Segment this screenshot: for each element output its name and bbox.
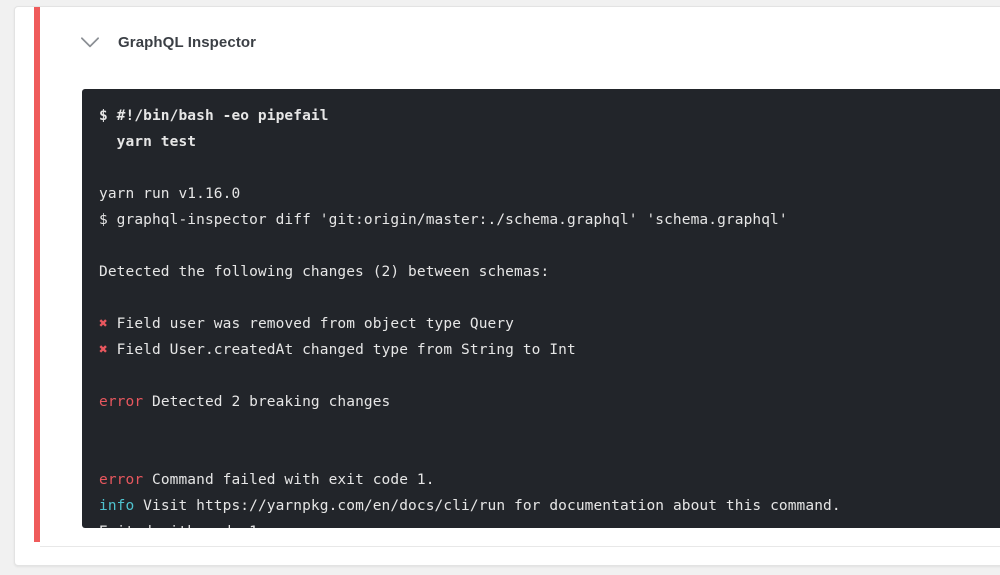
terminal-token-plain — [99, 420, 108, 436]
terminal-token-error: error — [99, 394, 144, 410]
terminal-line: Exited with code 1 — [99, 519, 1000, 528]
chevron-down-icon[interactable] — [77, 29, 103, 55]
build-step-card: GraphQL Inspector $ #!/bin/bash -eo pipe… — [14, 6, 1000, 566]
terminal-token-info: info — [99, 498, 135, 514]
step-header-toggle[interactable]: GraphQL Inspector — [40, 15, 1000, 69]
terminal-line — [99, 363, 1000, 389]
terminal-token-plain: yarn run v1.16.0 — [99, 186, 241, 202]
terminal-line — [99, 233, 1000, 259]
terminal-token-plain: $ graphql-inspector diff 'git:origin/mas… — [99, 212, 788, 228]
terminal-line: ✖ Field user was removed from object typ… — [99, 311, 1000, 337]
status-stripe-failed — [34, 7, 40, 542]
terminal-line: yarn test — [99, 129, 1000, 155]
step-footer — [40, 547, 1000, 565]
terminal-line: error Command failed with exit code 1. — [99, 467, 1000, 493]
terminal-token-plain: Detected the following changes (2) betwe… — [99, 264, 550, 280]
terminal-token-plain: Visit https://yarnpkg.com/en/docs/cli/ru… — [134, 498, 841, 514]
terminal-line — [99, 441, 1000, 467]
terminal-line — [99, 415, 1000, 441]
step-title: GraphQL Inspector — [118, 33, 257, 51]
terminal-token-plain — [99, 290, 108, 306]
terminal-line: yarn run v1.16.0 — [99, 181, 1000, 207]
terminal-line — [99, 285, 1000, 311]
terminal-token-cmd: yarn test — [99, 134, 197, 150]
terminal-token-plain: Field user was removed from object type … — [107, 316, 515, 332]
terminal-token-plain — [99, 160, 108, 176]
terminal-token-plain: Field User.createdAt changed type from S… — [107, 342, 576, 358]
terminal-token-plain — [99, 446, 108, 462]
terminal-token-plain — [99, 238, 108, 254]
terminal-line: Detected the following changes (2) betwe… — [99, 259, 1000, 285]
terminal-token-error: error — [99, 472, 144, 488]
terminal-line: $ #!/bin/bash -eo pipefail — [99, 103, 1000, 129]
terminal-line: $ graphql-inspector diff 'git:origin/mas… — [99, 207, 1000, 233]
terminal-token-mark: ✖ — [99, 316, 108, 332]
terminal-token-plain: Exited with code 1 — [99, 524, 258, 528]
terminal-token-mark: ✖ — [99, 342, 108, 358]
terminal-log-output[interactable]: $ #!/bin/bash -eo pipefail yarn test yar… — [82, 89, 1000, 528]
terminal-token-cmd: $ #!/bin/bash -eo pipefail — [99, 108, 329, 124]
terminal-line — [99, 155, 1000, 181]
terminal-line: error Detected 2 breaking changes — [99, 389, 1000, 415]
terminal-token-plain — [99, 368, 108, 384]
terminal-token-plain: Command failed with exit code 1. — [143, 472, 435, 488]
terminal-line: info Visit https://yarnpkg.com/en/docs/c… — [99, 493, 1000, 519]
terminal-token-plain: Detected 2 breaking changes — [143, 394, 391, 410]
step-divider — [40, 546, 1000, 547]
terminal-line: ✖ Field User.createdAt changed type from… — [99, 337, 1000, 363]
